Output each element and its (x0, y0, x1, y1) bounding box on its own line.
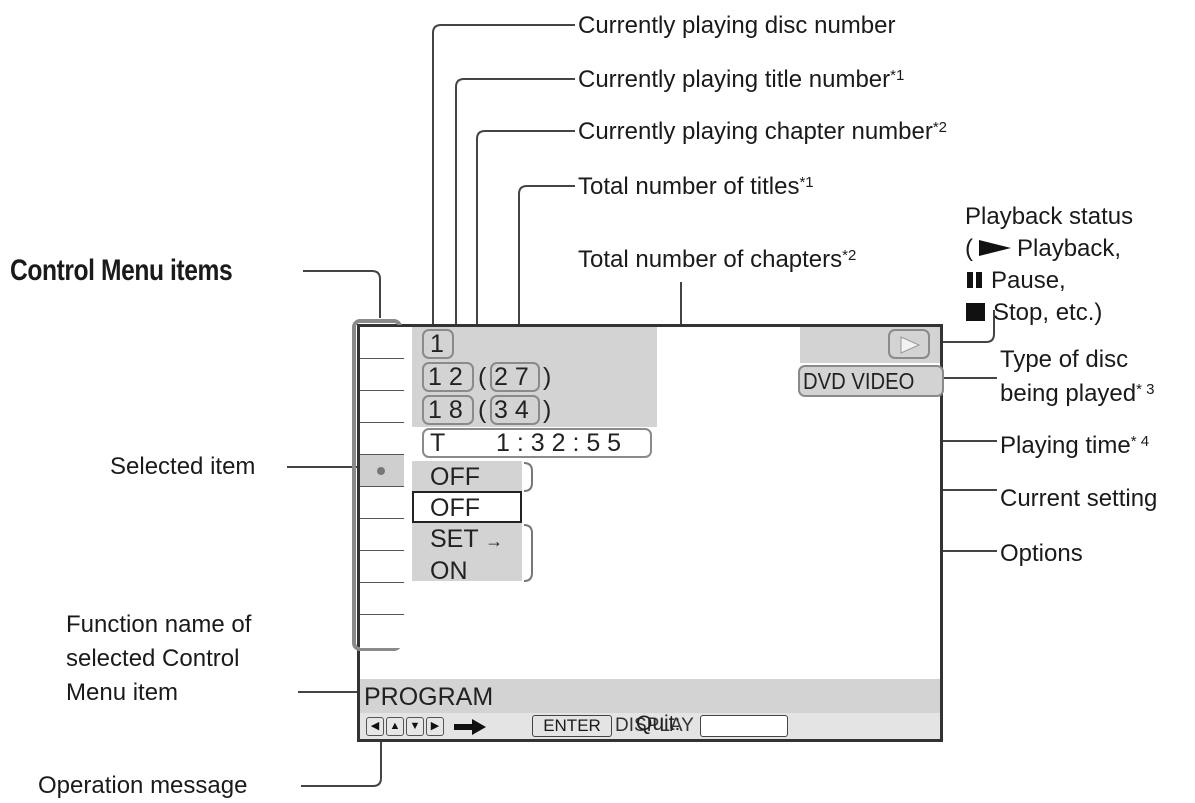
control-menu-column (358, 325, 404, 648)
title-number-value: 1 2 (428, 363, 463, 391)
playing-time-pill (422, 428, 652, 458)
selected-item-label: Selected item (110, 453, 256, 480)
display-key-box (700, 715, 788, 737)
title-number-leader (455, 78, 575, 358)
total-chapters-label: Total number of chapters*2 (578, 246, 857, 273)
menu-cell-selected[interactable] (360, 455, 404, 488)
display-key-label: DISPLAY (615, 715, 694, 736)
disc-type-value: DVD VIDEO (803, 368, 915, 394)
play-icon (979, 240, 1011, 256)
menu-cell[interactable] (360, 519, 404, 552)
chapter-close-paren: ) (543, 396, 552, 424)
chapter-open-paren: ( (478, 396, 487, 424)
playback-status-play: (Playback, (965, 235, 1122, 262)
enter-key: ENTER (532, 715, 612, 737)
right-arrow-icon: ▶ (426, 717, 444, 736)
function-name-bar (360, 679, 940, 713)
current-setting-label: Current setting (1000, 485, 1158, 512)
pause-icon (967, 272, 982, 288)
play-status-icon (900, 336, 921, 354)
quit-label: Quit: (636, 712, 681, 735)
current-setting-bracket (523, 462, 533, 492)
option-set[interactable]: SET → (430, 525, 504, 553)
disc-number-leader (432, 24, 575, 328)
option-off[interactable]: OFF (430, 494, 480, 522)
function-name-label-2: selected Control (66, 645, 240, 672)
title-number-pill (422, 362, 474, 392)
left-arrow-icon: ◀ (366, 717, 384, 736)
stop-icon (966, 303, 985, 321)
function-name-label-1: Function name of (66, 611, 252, 638)
up-arrow-icon: ▲ (386, 717, 404, 736)
playing-time-label: Playing time* 4 (1000, 432, 1150, 459)
options-bracket (523, 524, 533, 582)
operation-message-leader (301, 736, 382, 787)
menu-cell[interactable] (360, 423, 404, 456)
heading-leader (303, 270, 381, 318)
total-chapters-value: 3 4 (494, 396, 529, 424)
function-name-label-3: Menu item (66, 679, 179, 706)
disc-number-label: Currently playing disc number (578, 12, 896, 39)
down-arrow-icon: ▼ (406, 717, 424, 736)
time-prefix: T (430, 429, 446, 457)
set-arrow-icon: → (485, 531, 504, 551)
chapter-number-pill (422, 395, 474, 425)
title-close-paren: ) (543, 363, 552, 391)
disc-number-value: 1 (430, 330, 444, 358)
title-open-paren: ( (478, 363, 487, 391)
big-arrow-icon (454, 719, 486, 735)
option-on[interactable]: ON (430, 557, 468, 585)
total-titles-label: Total number of titles*1 (578, 173, 814, 200)
current-setting-value: OFF (430, 463, 480, 491)
menu-cell[interactable] (360, 359, 404, 392)
chapter-number-value: 1 8 (428, 396, 463, 424)
menu-cell[interactable] (360, 487, 404, 520)
menu-cell[interactable] (360, 391, 404, 424)
operation-message-label: Operation message (38, 772, 248, 799)
menu-cell[interactable] (360, 583, 404, 616)
playback-status-leader (932, 310, 995, 343)
tv-screen: 1 1 2 ( 2 7 ) 1 8 ( 3 4 ) DVD VIDEO T 1 … (352, 319, 944, 742)
total-titles-value: 2 7 (494, 363, 529, 391)
total-titles-pill (490, 362, 540, 392)
disc-type-label-2: being played* 3 (1000, 380, 1155, 407)
menu-cell[interactable] (360, 327, 404, 360)
menu-cell[interactable] (360, 551, 404, 584)
chapter-number-label: Currently playing chapter number*2 (578, 118, 948, 145)
title-number-label: Currently playing title number*1 (578, 66, 905, 93)
playback-status-stop: Stop, etc.) (965, 299, 1102, 327)
playing-time-value: 1 : 3 2 : 5 5 (496, 429, 622, 457)
playback-status-pill (888, 329, 930, 359)
chapter-number-leader (476, 130, 575, 392)
menu-cell[interactable] (360, 615, 404, 648)
disc-number-pill (422, 329, 454, 359)
total-titles-leader (518, 185, 575, 358)
playback-status-pause: Pause, (965, 267, 1066, 295)
option-off-highlight[interactable] (412, 491, 522, 523)
disc-type-pill (798, 365, 944, 397)
function-name-value: PROGRAM (364, 683, 494, 711)
total-chapters-pill (490, 395, 540, 425)
control-menu-heading: Control Menu items (10, 254, 233, 287)
disc-type-label-1: Type of disc (1000, 346, 1129, 373)
playback-status-label: Playback status (965, 203, 1134, 230)
selected-dot-icon (377, 467, 385, 475)
options-label: Options (1000, 540, 1083, 567)
